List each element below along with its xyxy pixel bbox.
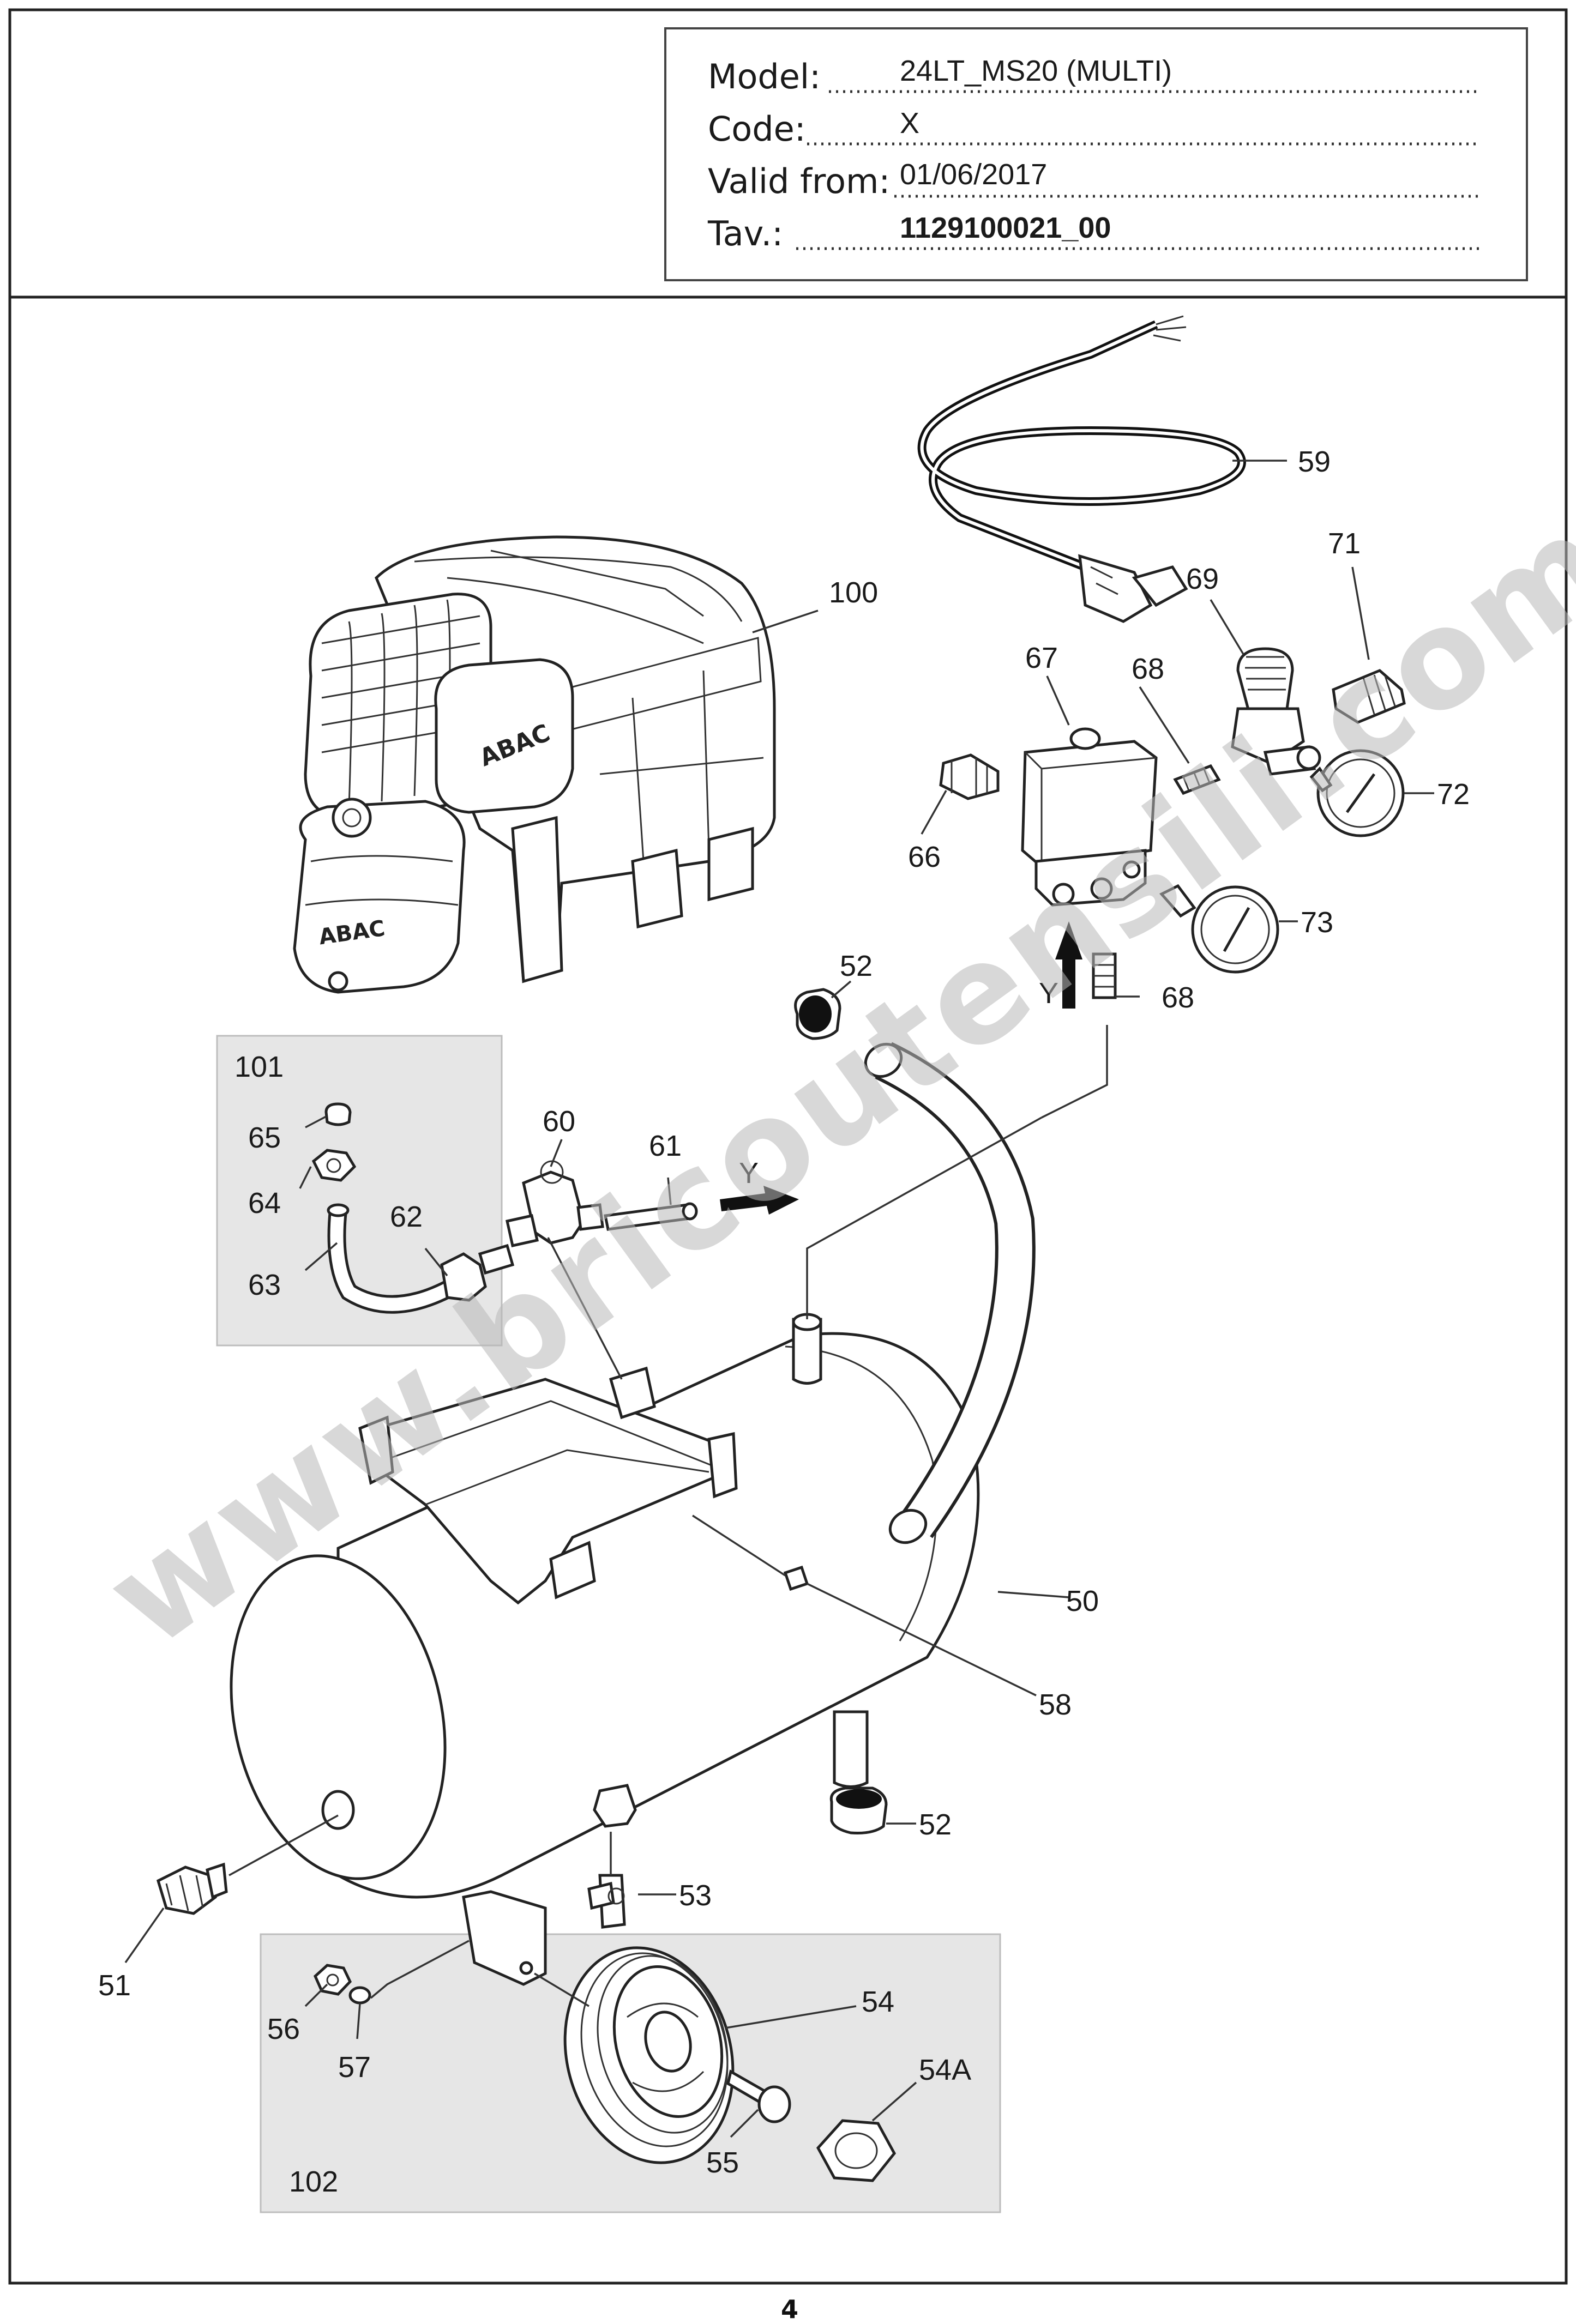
callout-100: 100 [829,576,878,609]
callout-68-lower: 68 [1162,981,1194,1014]
callout-65: 65 [248,1121,281,1154]
tav-label: Tav.: [707,214,783,253]
valid-from-label: Valid from: [708,161,890,201]
arrow-label-y-horizontal: Y [739,1157,759,1190]
callout-52-top: 52 [840,950,873,982]
callout-52-bottom: 52 [919,1808,952,1841]
callout-56: 56 [267,2013,300,2045]
callout-68-upper: 68 [1132,653,1164,685]
callout-66: 66 [908,841,941,873]
arrow-label-y-vertical: Y [1039,977,1058,1010]
page-number: 4 [781,2295,798,2324]
callout-69: 69 [1186,563,1219,595]
callout-101: 101 [234,1051,284,1083]
callout-67: 67 [1025,642,1058,674]
leader-lines [124,460,1434,2138]
tank-fittings [506,988,888,1834]
callout-64: 64 [248,1187,281,1220]
compressor-head-assembly: ABAC ABAC [293,535,776,994]
subassembly-102-parts [313,1946,896,2182]
callout-labels: 100 59 71 69 67 68 72 66 73 68 Y 52 101 … [98,445,1470,2198]
direction-arrow-up [1055,921,1082,1009]
valid-from-value: 01/06/2017 [900,158,1047,191]
callout-61: 61 [649,1130,682,1162]
direction-arrow-right [720,1186,799,1215]
code-value: X [900,107,919,140]
callout-73: 73 [1301,906,1333,939]
callout-53: 53 [679,1879,712,1912]
pressure-switch-group [939,647,1406,1009]
callout-71: 71 [1328,527,1361,560]
callout-102: 102 [289,2165,338,2198]
air-tank [230,1042,1036,1986]
subassembly-101-parts [311,1102,515,1314]
callout-60: 60 [543,1105,575,1138]
callout-50: 50 [1066,1585,1099,1617]
model-value: 24LT_MS20 (MULTI) [900,55,1172,87]
header-info-box: Model: 24LT_MS20 (MULTI) Code: X Valid f… [664,27,1528,281]
plug-51 [157,1862,228,1915]
callout-63: 63 [248,1269,281,1301]
callout-57: 57 [338,2051,371,2084]
page-frame [8,8,1568,2285]
callout-51: 51 [98,1969,131,2002]
code-label: Code: [708,109,806,149]
power-cord [917,315,1246,623]
callout-62: 62 [390,1200,423,1233]
callout-72: 72 [1437,778,1470,811]
callout-55: 55 [706,2146,739,2179]
callout-54a: 54A [919,2054,971,2086]
callout-59: 59 [1298,445,1331,478]
model-label: Model: [708,57,821,96]
callout-58: 58 [1039,1688,1072,1721]
tav-value: 1129100021_00 [900,212,1111,244]
callout-54: 54 [862,1985,894,2018]
